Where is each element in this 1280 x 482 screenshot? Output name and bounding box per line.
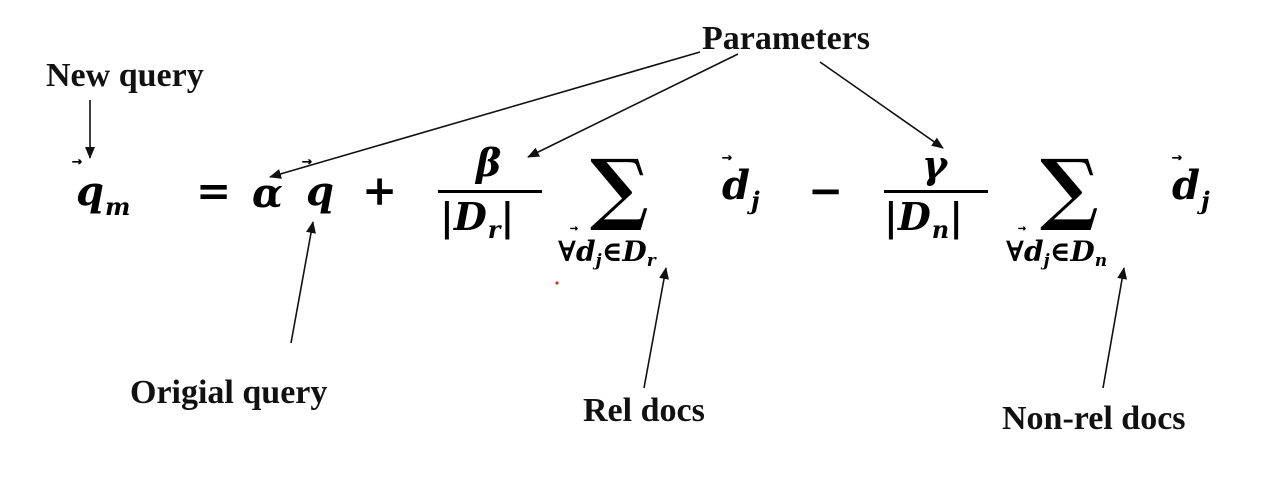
nonrel-docs-label: Non-rel docs bbox=[1002, 400, 1186, 437]
arrow-param-gamma bbox=[819, 61, 944, 149]
denominator-nonrel: |Dn| bbox=[884, 198, 963, 242]
d-var-rel: d bbox=[722, 162, 750, 209]
idx-D-rel: D bbox=[622, 235, 647, 268]
idx-D-sub-rel: r bbox=[646, 251, 656, 271]
minus-sign: − bbox=[808, 166, 844, 215]
q-var: q bbox=[306, 168, 334, 215]
lhs-sub: m bbox=[104, 192, 131, 221]
plus-sign: + bbox=[362, 166, 398, 215]
d-sub-nonrel: j bbox=[1200, 186, 1210, 215]
denom-non-close: | bbox=[949, 194, 964, 239]
fraction-bar-beta bbox=[438, 190, 542, 193]
lhs-var: q bbox=[76, 168, 104, 215]
idx-d-sub-rel: j bbox=[595, 251, 602, 271]
original-query-label: Origial query bbox=[130, 374, 328, 411]
sum-index-rel: ∀⃗dj∈Dr bbox=[558, 235, 656, 270]
forall-nonrel: ∀ bbox=[1006, 235, 1024, 268]
d-vector-rel: ⃗ dj bbox=[722, 166, 760, 213]
beta-symbol: β bbox=[476, 140, 502, 185]
d-vector-nonrel: ⃗ dj bbox=[1172, 166, 1210, 213]
arrow-param-beta bbox=[527, 53, 739, 158]
in-nonrel: ∈ bbox=[1049, 235, 1071, 268]
q-vector: ⃗ q bbox=[306, 172, 334, 212]
arrow-original-query bbox=[290, 221, 316, 344]
sum-index-nonrel: ∀⃗dj∈Dn bbox=[1006, 235, 1107, 270]
arrow-param-alpha bbox=[269, 51, 701, 179]
sum-symbol-rel: ∑ bbox=[590, 143, 649, 234]
gamma-symbol: γ bbox=[922, 142, 948, 187]
new-query-label: New query bbox=[46, 57, 204, 94]
arrow-nonrel-docs bbox=[1102, 267, 1128, 389]
denom-rel-text: |D bbox=[440, 194, 487, 239]
lhs-q-vector: ⃗ qm bbox=[76, 172, 130, 219]
denom-rel-sub: r bbox=[487, 215, 501, 244]
denom-non-text: |D bbox=[884, 194, 931, 239]
fraction-bar-gamma bbox=[884, 190, 988, 193]
d-sub-rel: j bbox=[750, 186, 760, 215]
denominator-rel: |Dr| bbox=[440, 198, 514, 242]
idx-d-sub-nonrel: j bbox=[1043, 251, 1050, 271]
idx-D-sub-nonrel: n bbox=[1094, 251, 1108, 271]
in-rel: ∈ bbox=[601, 235, 623, 268]
d-var-nonrel: d bbox=[1172, 162, 1200, 209]
idx-d-rel: d bbox=[575, 235, 596, 268]
denom-rel-close: | bbox=[500, 194, 515, 239]
red-speck bbox=[555, 281, 559, 285]
forall-rel: ∀ bbox=[558, 235, 576, 268]
equals-sign: = bbox=[196, 166, 232, 215]
arrow-rel-docs bbox=[643, 267, 669, 389]
denom-non-sub: n bbox=[931, 215, 950, 244]
alpha-symbol: α bbox=[252, 170, 283, 217]
idx-D-nonrel: D bbox=[1070, 235, 1095, 268]
rel-docs-label: Rel docs bbox=[583, 392, 705, 429]
parameters-label: Parameters bbox=[702, 20, 871, 57]
sum-symbol-nonrel: ∑ bbox=[1040, 143, 1099, 234]
idx-d-nonrel: d bbox=[1023, 235, 1044, 268]
